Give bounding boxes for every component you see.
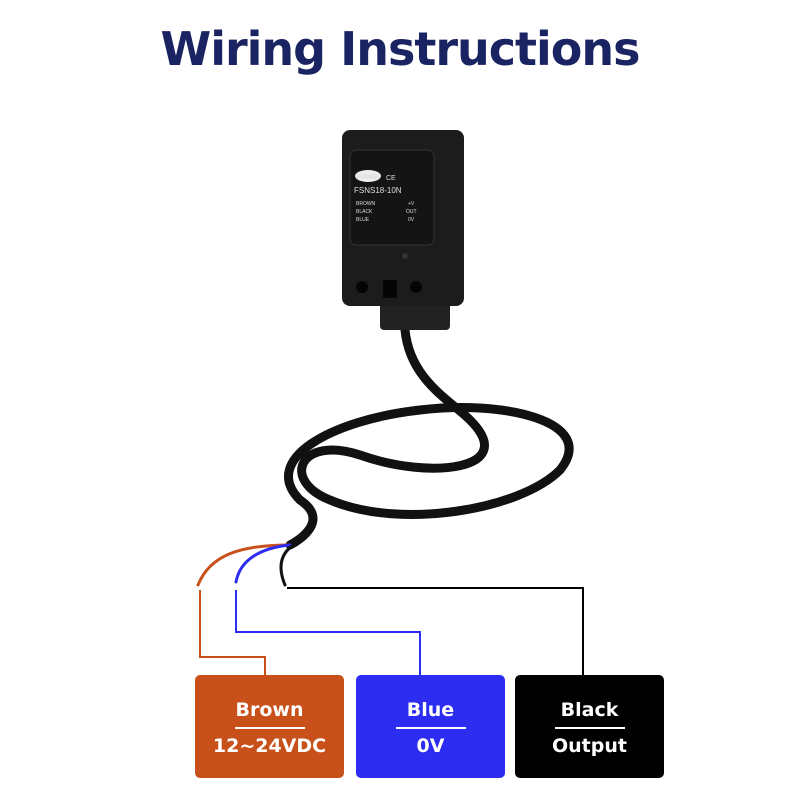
blue-connector-line: [235, 590, 421, 675]
indicator-led: [402, 253, 408, 259]
wire-function: Output: [552, 735, 627, 757]
mounting-hole: [410, 281, 422, 293]
divider: [234, 727, 305, 729]
black-wire: [279, 544, 294, 587]
cable-slot: [383, 280, 397, 298]
pin-label: BLUE: [356, 217, 370, 223]
pin-label: BROWN: [356, 201, 376, 207]
page-title: Wiring Instructions: [160, 22, 640, 76]
pin-signal: 0V: [408, 217, 415, 223]
brown-connector-line: [199, 590, 266, 675]
wire-function: 12~24VDC: [212, 735, 327, 757]
pin-label: BLACK: [356, 209, 373, 215]
cable: [284, 325, 574, 550]
pin-signal: OUT: [406, 209, 417, 215]
sensor-face: [349, 149, 435, 246]
pin-signal: +V: [408, 201, 415, 207]
black-connector-line: [287, 587, 584, 675]
divider: [395, 727, 466, 729]
wire-function: 0V: [416, 735, 445, 757]
divider: [554, 727, 625, 729]
brown-wire: [196, 543, 292, 587]
brand-text: FUWEI: [357, 174, 380, 181]
ce-mark: CE: [386, 175, 396, 182]
blue-wire: [234, 543, 292, 584]
brand-logo: [355, 170, 381, 182]
brown-wire-box: Brown 12~24VDC: [195, 675, 344, 778]
model-number: FSNS18-10N: [354, 186, 402, 195]
wire-name: Blue: [406, 699, 455, 721]
wire-name: Brown: [235, 699, 304, 721]
wire-name: Black: [560, 699, 619, 721]
mounting-hole: [356, 281, 368, 293]
blue-wire-box: Blue 0V: [356, 675, 505, 778]
black-wire-box: Black Output: [515, 675, 664, 778]
